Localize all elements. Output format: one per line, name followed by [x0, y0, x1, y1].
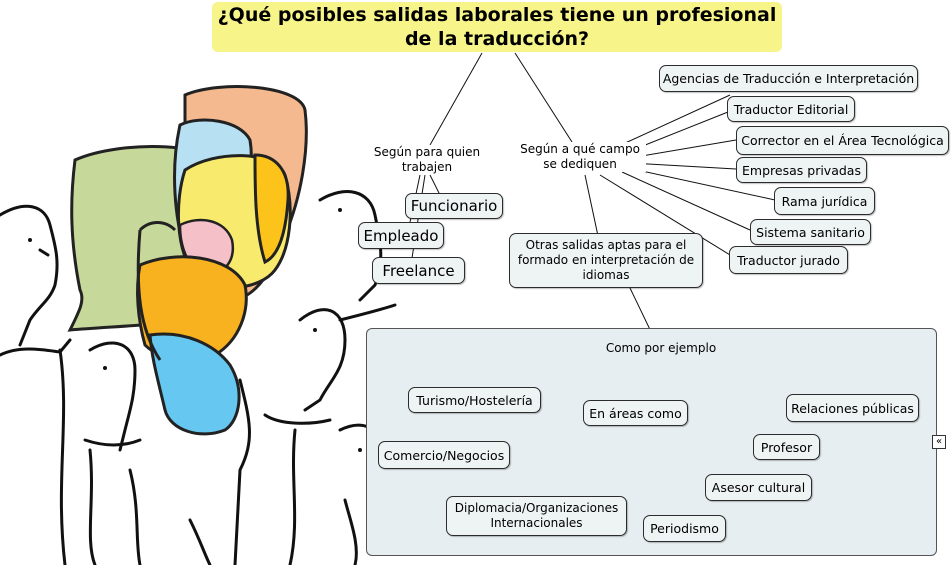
node-agencias[interactable]: Agencias de Traducción e Interpretación — [659, 65, 918, 92]
collapse-icon[interactable]: « — [932, 435, 946, 449]
node-turismo[interactable]: Turismo/Hostelería — [408, 387, 541, 413]
node-relaciones-publicas[interactable]: Relaciones públicas — [786, 394, 919, 422]
node-profesor[interactable]: Profesor — [753, 434, 820, 460]
node-corrector[interactable]: Corrector en el Área Tecnológica — [736, 126, 949, 155]
node-empresas[interactable]: Empresas privadas — [736, 157, 867, 183]
node-en-areas[interactable]: En áreas como — [583, 400, 688, 426]
branch-campo: Según a qué campo se dediquen — [514, 142, 646, 172]
node-asesor-cultural[interactable]: Asesor cultural — [705, 474, 812, 501]
node-freelance[interactable]: Freelance — [372, 257, 465, 284]
node-funcionario[interactable]: Funcionario — [405, 193, 503, 219]
node-traductor-jurado[interactable]: Traductor jurado — [729, 246, 848, 274]
label-como-por-ejemplo: Como por ejemplo — [602, 341, 720, 355]
speech-bubbles-illustration — [0, 85, 397, 565]
node-rama-juridica[interactable]: Rama jurídica — [774, 187, 875, 215]
node-sistema-sanitario[interactable]: Sistema sanitario — [750, 219, 871, 245]
map-title: ¿Qué posibles salidas laborales tiene un… — [212, 2, 782, 52]
node-otras-salidas[interactable]: Otras salidas aptas para el formado en i… — [509, 233, 703, 288]
node-empleado[interactable]: Empleado — [358, 222, 444, 249]
branch-quien: Según para quien trabajen — [368, 145, 486, 175]
node-periodismo[interactable]: Periodismo — [643, 515, 726, 542]
node-comercio[interactable]: Comercio/Negocios — [378, 441, 510, 469]
node-diplomacia[interactable]: Diplomacia/Organizaciones Internacionale… — [446, 496, 627, 536]
node-traductor-editorial[interactable]: Traductor Editorial — [727, 96, 855, 122]
